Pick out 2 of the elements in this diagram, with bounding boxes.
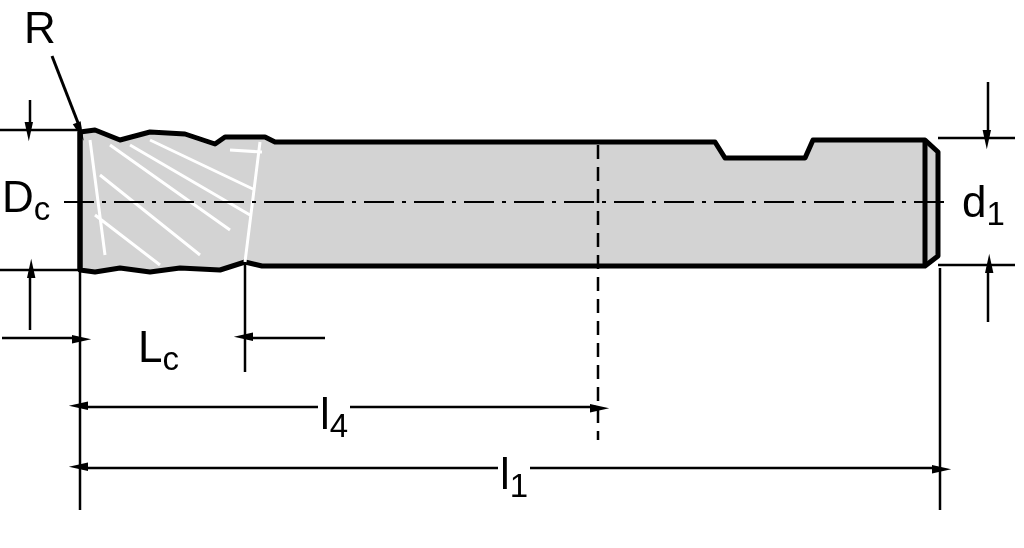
leader-line xyxy=(50,55,84,141)
end-mill-drawing xyxy=(77,127,941,275)
